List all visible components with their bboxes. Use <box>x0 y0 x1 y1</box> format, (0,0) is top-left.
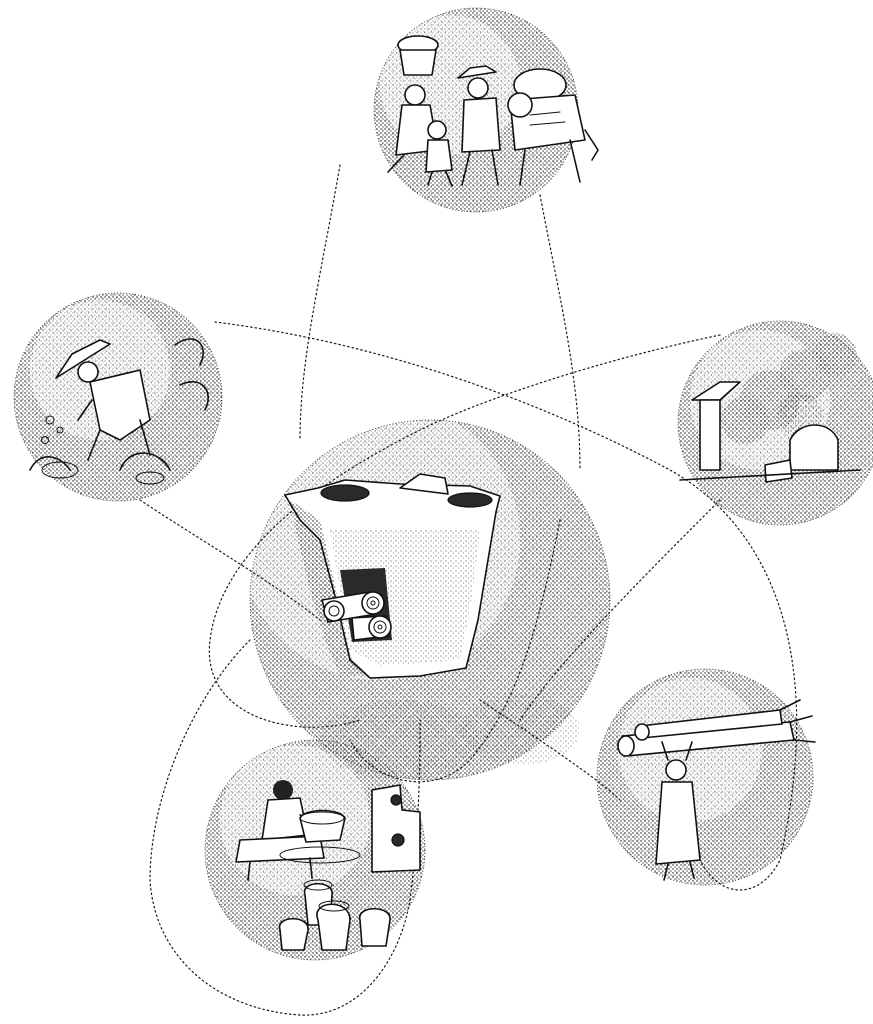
bottom-right-vignette <box>597 669 815 885</box>
top-vignette <box>374 8 598 212</box>
bottom-left-vignette <box>205 740 425 960</box>
left-vignette <box>14 293 222 501</box>
right-vignette <box>678 321 873 525</box>
